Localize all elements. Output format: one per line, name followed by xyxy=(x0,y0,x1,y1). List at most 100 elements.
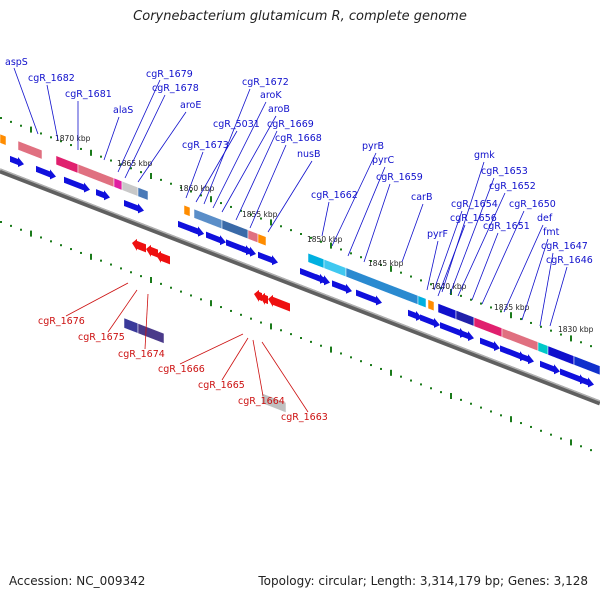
tick-mark xyxy=(560,333,562,336)
gene-label: pyrC xyxy=(372,155,395,166)
tick-mark xyxy=(200,298,202,301)
tick-mark xyxy=(570,439,572,446)
gene-label: pyrF xyxy=(427,229,448,240)
gene-arrow xyxy=(420,314,440,328)
gene-label: cgR_1654 xyxy=(451,199,498,210)
tick-mark xyxy=(160,178,162,181)
tick-mark xyxy=(40,132,42,135)
tick-mark xyxy=(500,414,502,417)
gene-label: def xyxy=(537,213,553,224)
scale-label: 1830 kbp xyxy=(558,325,594,334)
gene-label: cgR_1673 xyxy=(182,140,229,151)
tick-mark xyxy=(10,120,12,123)
gene-label: aspS xyxy=(5,57,28,68)
tick-mark xyxy=(110,263,112,266)
feature-band xyxy=(193,208,223,230)
tick-mark xyxy=(390,369,392,376)
genome-summary-text: Topology: circular; Length: 3,314,179 bp… xyxy=(258,574,588,588)
scale-label: 1870 kbp xyxy=(55,134,91,143)
tick-mark xyxy=(60,244,62,247)
tick-mark xyxy=(280,225,282,228)
tick-row-lower xyxy=(0,221,592,452)
tick-mark xyxy=(390,265,392,272)
tick-mark xyxy=(490,306,492,309)
gene-arrow xyxy=(440,322,466,338)
tick-mark xyxy=(240,313,242,316)
tick-mark xyxy=(70,248,72,251)
feature-band xyxy=(123,317,139,334)
tick-mark xyxy=(370,364,372,367)
tick-mark xyxy=(150,277,152,283)
forward-leader-lines xyxy=(13,67,568,327)
gene-label: cgR_1659 xyxy=(376,172,423,183)
gene-arrow xyxy=(500,345,526,362)
backbone-line xyxy=(0,168,600,406)
tick-mark xyxy=(50,136,52,139)
tick-mark xyxy=(260,217,262,220)
gene-label: cgR_1676 xyxy=(38,316,85,327)
scale-labels: 1870 kbp 1865 kbp 1860 kbp 1855 kbp 1850… xyxy=(55,134,594,334)
tick-mark xyxy=(130,167,132,170)
feature-band xyxy=(547,345,575,366)
tick-mark xyxy=(50,240,52,243)
tick-mark xyxy=(180,290,182,293)
tick-mark xyxy=(0,221,2,223)
gene-label: nusB xyxy=(297,149,321,160)
reverse-leader-lines xyxy=(65,282,309,413)
gene-label: cgR_1656 xyxy=(450,213,497,224)
feature-band xyxy=(345,267,419,305)
tick-mark xyxy=(270,219,272,226)
feature-band xyxy=(137,323,165,344)
tick-mark xyxy=(400,375,402,378)
gene-label: carB xyxy=(411,192,432,203)
gene-label: cgR_1669 xyxy=(267,119,314,130)
tick-mark xyxy=(210,300,212,307)
gene-label: cgR_1653 xyxy=(481,166,528,177)
scale-label: 1840 kbp xyxy=(431,282,467,291)
tick-mark xyxy=(220,306,222,309)
gene-arrow xyxy=(316,274,330,286)
gene-arrow xyxy=(226,239,252,256)
accession-text: Accession: NC_009342 xyxy=(9,574,146,588)
gene-label: cgR_1666 xyxy=(158,364,205,375)
gene-arrow-reverse xyxy=(156,250,170,265)
tick-mark xyxy=(350,356,352,359)
map-title: Corynebacterium glutamicum R, complete g… xyxy=(133,9,467,24)
tick-mark xyxy=(0,117,2,119)
tick-mark xyxy=(560,437,562,440)
gene-arrow xyxy=(36,165,56,180)
tick-mark xyxy=(310,236,312,239)
gene-label: cgR_1650 xyxy=(509,199,556,210)
tick-row-upper xyxy=(0,117,592,348)
tick-mark xyxy=(580,341,582,344)
gene-arrow-reverse xyxy=(132,238,146,253)
gene-label: cgR_1682 xyxy=(28,73,75,84)
tick-mark xyxy=(170,286,172,289)
tick-mark xyxy=(370,260,372,263)
tick-mark xyxy=(220,202,222,205)
tick-mark xyxy=(590,449,592,452)
tick-mark xyxy=(250,213,252,216)
tick-mark xyxy=(20,124,22,127)
tick-mark xyxy=(130,271,132,274)
tick-mark xyxy=(290,333,292,336)
tick-mark xyxy=(430,283,432,286)
tick-mark xyxy=(240,209,242,212)
scale-label: 1860 kbp xyxy=(179,184,215,193)
tick-mark xyxy=(420,383,422,386)
tick-mark xyxy=(590,345,592,348)
gene-label: cgR_1646 xyxy=(546,255,593,266)
gene-arrow xyxy=(540,360,560,375)
gene-arrow xyxy=(10,155,24,167)
gene-label: cgR_1664 xyxy=(238,396,285,407)
feature-band xyxy=(473,316,503,338)
tick-mark xyxy=(290,229,292,232)
tick-mark xyxy=(330,242,332,249)
tick-mark xyxy=(460,398,462,401)
tick-mark xyxy=(170,182,172,185)
tick-mark xyxy=(310,340,312,343)
tick-mark xyxy=(190,190,192,193)
tick-mark xyxy=(520,422,522,425)
gene-label: aroE xyxy=(180,100,201,111)
tick-mark xyxy=(500,310,502,313)
